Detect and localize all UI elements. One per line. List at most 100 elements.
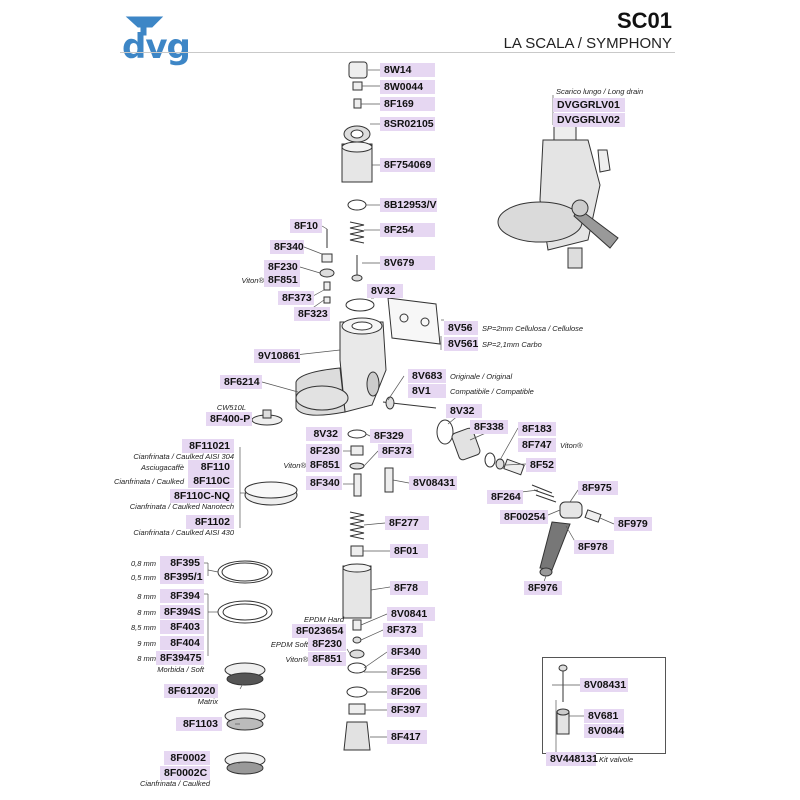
part-label[interactable]: 8V32 [367,284,403,298]
part-label[interactable]: DVGGRLV01 [553,98,625,112]
part-note: 8 mm [137,608,156,617]
part-label[interactable]: 8V0844 [584,724,624,738]
model-code: SC01 [616,8,672,33]
part-label[interactable]: 8F395 [160,556,204,570]
part-label[interactable]: 8V683 [408,369,446,383]
part-label[interactable]: 8F754069 [380,158,435,172]
part-note: Viton® [241,276,265,285]
part-label[interactable]: 8F277 [385,516,429,530]
part-label[interactable]: 8V561 [444,337,478,351]
part-note: 0,8 mm [130,559,156,568]
part-label[interactable]: DVGGRLV02 [553,113,625,127]
kit-valvole-box [542,657,666,754]
part-label[interactable]: 8F01 [390,544,428,558]
part-label[interactable]: 8V681 [584,709,624,723]
part-cap [348,61,368,79]
part-label[interactable]: 8F023654 [292,624,346,638]
part-label[interactable]: 8F373 [278,291,314,305]
part-label[interactable]: 8V0841 [387,607,435,621]
part-label[interactable]: 8F110 [188,460,234,474]
part-label[interactable]: 8F254 [380,223,435,237]
part-note: Viton® [560,441,583,450]
part-label[interactable]: 8F10 [290,219,322,233]
part-note: SP=2mm Cellulosa / Cellulose [482,324,584,333]
part-note: Viton® [285,655,309,664]
part-label[interactable]: 8F394S [160,605,204,619]
part-label[interactable]: 8F851 [264,273,300,287]
part-note: EPDM Hard [303,615,344,624]
part-label[interactable]: 8V56 [444,321,478,335]
part-label[interactable]: 8V08431 [580,678,628,692]
part-label[interactable]: 8F323 [294,307,330,321]
part-label[interactable]: 8V32 [446,404,482,418]
part-label[interactable]: 8F39475 [156,651,204,665]
part-label[interactable]: 8F851 [308,652,346,666]
part-label[interactable]: 8F230 [306,444,342,458]
part-label[interactable]: 8F230 [308,637,346,651]
part-note: Cianfrinata / Caulked AISI 430 [133,528,234,537]
part-label[interactable]: 8W0044 [380,80,435,94]
part-label[interactable]: 8F1103 [176,717,222,731]
part-note: Matrix [197,697,218,706]
part-label[interactable]: 8F340 [387,645,427,659]
part-label[interactable]: 8F78 [390,581,428,595]
part-label[interactable]: 8W14 [380,63,435,77]
part-label[interactable]: 8F338 [470,420,508,434]
part-note: Compatibile / Compatible [450,387,534,396]
part-label[interactable]: 8F0002C [160,766,210,780]
part-label[interactable]: 8F975 [578,481,618,495]
part-label[interactable]: 8F1102 [186,515,234,529]
part-label[interactable]: 8F851 [306,458,342,472]
part-label[interactable]: 8V1 [408,384,446,398]
part-label[interactable]: 8V448131 [546,752,598,766]
part-label[interactable]: 8F00254 [500,510,548,524]
part-label[interactable]: 8F206 [387,685,427,699]
model-subtitle: LA SCALA / SYMPHONY [503,35,672,52]
part-label[interactable]: 8F747 [518,438,556,452]
part-label[interactable]: 8F403 [160,620,204,634]
part-label[interactable]: 8F395/1 [160,570,204,584]
brand-logo: dvg [122,27,191,67]
part-note: SP=2,1mm Carbo [482,340,542,349]
part-label[interactable]: 8F329 [370,429,412,443]
part-label[interactable]: 8V32 [306,427,342,441]
part-note: Cianfrinata / Caulked [113,477,184,486]
logo-funnel-icon [125,16,164,28]
part-label[interactable]: 8F0002 [164,751,210,765]
part-label[interactable]: 8F110C-NQ [170,489,234,503]
part-label[interactable]: 8F373 [383,623,423,637]
part-label[interactable]: 8F404 [160,636,204,650]
part-label[interactable]: 8F230 [264,260,300,274]
part-label[interactable]: 8F394 [160,589,204,603]
part-label[interactable]: 8F340 [306,476,342,490]
part-label[interactable]: 8B12953/V [380,198,437,212]
part-label[interactable]: 8F417 [387,730,427,744]
part-label[interactable]: 8V08431 [409,476,457,490]
part-note: 9 mm [137,639,156,648]
part-label[interactable]: 8F169 [380,97,435,111]
part-label[interactable]: 8F373 [378,444,414,458]
part-label[interactable]: 8F11021 [182,439,234,453]
part-label[interactable]: 8F400-P [206,412,252,426]
part-label[interactable]: 8F264 [487,490,523,504]
part-label[interactable]: 8F978 [574,540,614,554]
part-label[interactable]: 8F612020 [164,684,218,698]
part-label[interactable]: 8F976 [524,581,562,595]
part-label[interactable]: 8F52 [526,458,556,472]
part-note: Originale / Original [450,372,513,381]
part-label[interactable]: 8F397 [387,703,427,717]
part-label[interactable]: 8F979 [614,517,652,531]
part-label[interactable]: 9V10861 [254,349,300,363]
part-note: 8 mm [137,592,156,601]
part-label[interactable]: 8F6214 [220,375,262,389]
part-label[interactable]: 8F256 [387,665,427,679]
part-note: Viton® [283,461,307,470]
part-label[interactable]: 8V679 [380,256,435,270]
part-note: Kit valvole [599,755,634,764]
part-label[interactable]: 8F340 [270,240,304,254]
part-label[interactable]: 8F110C [188,474,234,488]
header-divider [120,52,675,53]
part-label[interactable]: 8F183 [518,422,556,436]
part-label[interactable]: 8SR02105 [380,117,435,131]
